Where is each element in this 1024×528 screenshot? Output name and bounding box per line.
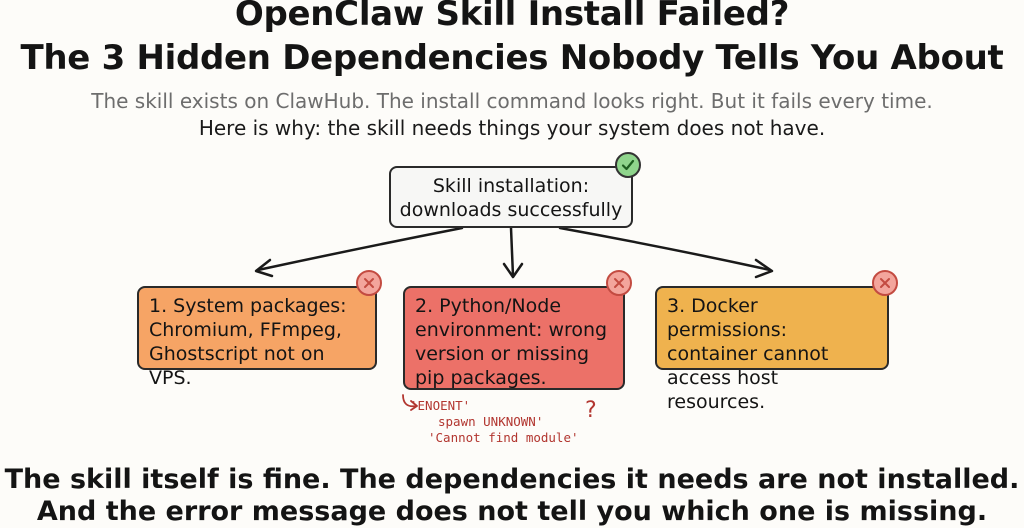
python-node-line-3: version or missing — [415, 343, 590, 365]
root-step-line-2: downloads successfully — [399, 199, 623, 221]
system-packages-line-3: Ghostscript not on VPS. — [149, 343, 325, 389]
check-circle-icon — [615, 152, 641, 178]
title-line-2: The 3 Hidden Dependencies Nobody Tells Y… — [20, 38, 1004, 78]
arrow-to-system-packages — [256, 226, 464, 272]
x-circle-icon — [356, 270, 382, 296]
x-circle-icon — [872, 270, 898, 296]
arrow-to-docker — [558, 226, 772, 272]
footer-line-1: The skill itself is fine. The dependenci… — [4, 464, 1020, 495]
python-node-line-1: 2. Python/Node — [415, 295, 562, 317]
python-node-line-4: pip packages. — [415, 367, 547, 389]
arrow-to-python-env — [509, 226, 515, 278]
subtitle-line-1: The skill exists on ClawHub. The install… — [91, 89, 933, 113]
python-node-env-box: 2. Python/Node environment: wrong versio… — [403, 286, 625, 390]
flow-arrows — [254, 226, 774, 411]
docker-line-3: access host resources. — [667, 367, 779, 413]
question-mark: ? — [585, 398, 597, 423]
system-packages-line-2: Chromium, FFmpeg, — [149, 319, 342, 341]
root-step-box: Skill installation: downloads successful… — [389, 166, 633, 228]
x-circle-icon — [606, 270, 632, 296]
docker-line-1: 3. Docker permissions: — [667, 295, 788, 341]
title-line-1: OpenClaw Skill Install Failed? — [234, 0, 790, 34]
error-curl-arrow — [402, 394, 417, 408]
system-packages-line-1: 1. System packages: — [149, 295, 347, 317]
python-node-line-2: environment: wrong — [415, 319, 608, 341]
error-enoent: 'ENOENT' — [410, 398, 471, 413]
footer-line-2: And the error message does not tell you … — [36, 496, 988, 527]
subtitle-line-2: Here is why: the skill needs things your… — [198, 116, 826, 140]
docker-line-2: container cannot — [667, 343, 829, 365]
root-step-line-1: Skill installation: — [432, 175, 590, 197]
error-spawn-unknown: spawn UNKNOWN' — [438, 414, 544, 429]
error-cannot-find-module: 'Cannot find module' — [428, 430, 579, 445]
docker-permissions-box: 3. Docker permissions: container cannot … — [655, 286, 889, 413]
system-packages-box: 1. System packages: Chromium, FFmpeg, Gh… — [137, 286, 377, 389]
